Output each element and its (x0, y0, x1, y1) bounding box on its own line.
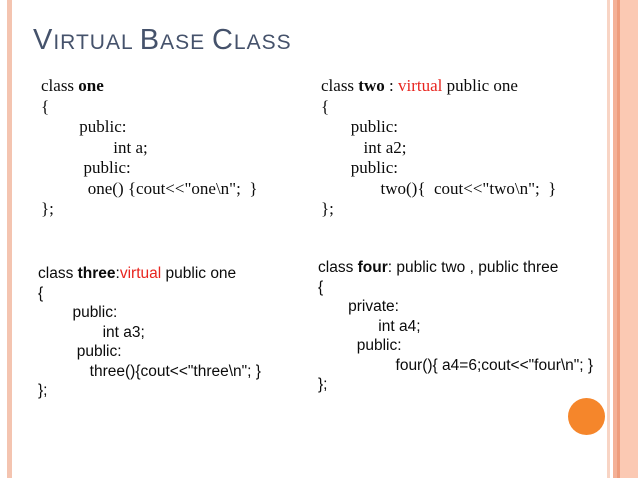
left-edge-stripe (7, 0, 12, 478)
right-edge-stripe-1 (607, 0, 610, 478)
right-edge-stripe-2 (613, 0, 617, 478)
orange-circle-decoration (568, 398, 605, 435)
code-block-class-four: class four: public two , public three{ p… (318, 259, 594, 393)
page-title: VIRTUAL BASE CLASS (33, 24, 292, 56)
right-edge-stripe-4 (620, 0, 638, 478)
right-edge-stripe-3 (617, 0, 620, 478)
code-block-class-one: class one{ public: int a; public: one() … (41, 76, 258, 218)
code-block-class-two: class two : virtual public one{ public: … (321, 76, 557, 218)
code-block-class-three: class three:virtual public one{ public: … (38, 265, 261, 399)
